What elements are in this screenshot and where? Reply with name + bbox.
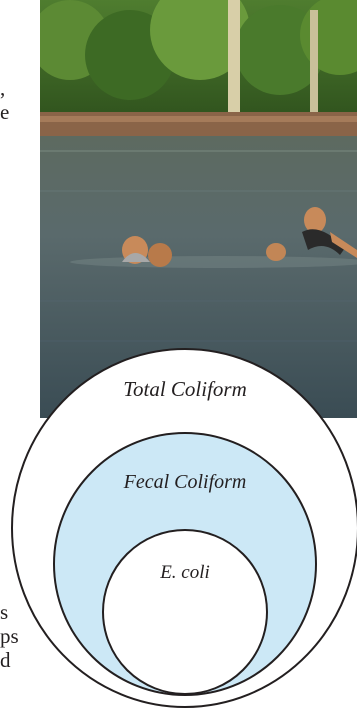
swimmers-photo [40, 0, 357, 418]
body-text-fragment: , [0, 76, 5, 100]
fecal-coliform-circle [54, 433, 316, 695]
body-text-fragment: d [0, 648, 11, 672]
body-text-fragment: s [0, 600, 8, 624]
e-coli-label: E. coli [159, 562, 210, 583]
body-text-fragment: e [0, 100, 9, 124]
e-coli-circle [103, 530, 267, 694]
body-text-fragment: ps [0, 624, 19, 648]
fecal-coliform-label: Fecal Coliform [123, 471, 247, 493]
